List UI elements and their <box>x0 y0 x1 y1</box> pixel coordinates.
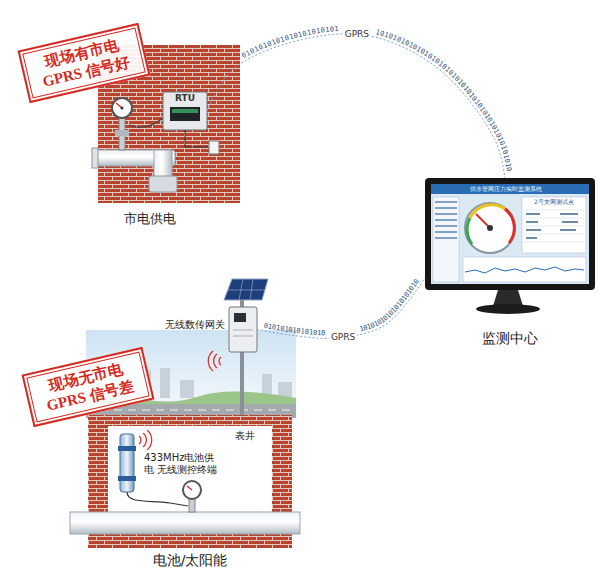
monitor <box>435 202 457 238</box>
solar-panel <box>224 279 268 300</box>
screen-title: 供水管网压力实时监测系统 <box>470 185 542 193</box>
terminal-unit-box <box>172 109 198 113</box>
node-text: 433MHz电池供电 无线测控终端 <box>144 452 224 476</box>
monitor <box>470 205 505 218</box>
binary-stream: 10101010101010101010 <box>359 278 421 334</box>
wireless-terminal <box>118 476 136 481</box>
monitor <box>425 178 595 314</box>
node-text: 无线数传网关 <box>165 319 225 331</box>
terminal-unit-box <box>170 107 200 121</box>
radio-waves <box>208 351 221 371</box>
pressure-gauge <box>183 481 201 512</box>
binary-stream: 0101010101010101010101 <box>240 25 339 60</box>
sky-scenery <box>86 410 296 411</box>
pressure-gauge <box>121 107 124 110</box>
signal-cable <box>129 118 163 127</box>
radio-waves <box>139 430 152 450</box>
data-link <box>257 278 425 338</box>
screen-heading: 2号支网测试点 <box>534 198 574 206</box>
water-pipe <box>92 148 177 192</box>
water-main <box>70 512 300 534</box>
node-text: 现场无市电 GPRS 信号差 <box>34 357 142 417</box>
monitor <box>431 184 589 194</box>
monitor <box>467 218 472 244</box>
node-text: 现场有市电 GPRS 信号好 <box>30 33 138 93</box>
binary-stream: 1010101010101010101010101010101010101010… <box>375 28 513 172</box>
link-label: GPRS <box>329 332 357 343</box>
binary-stream: 010101010101010 <box>263 322 325 338</box>
stamp-note: 现场无市电 GPRS 信号差 <box>22 347 155 428</box>
stamp-note: 现场有市电 GPRS 信号好 <box>18 23 151 104</box>
monitor <box>425 178 595 290</box>
power-cable <box>209 141 219 154</box>
pressure-gauge <box>187 486 192 490</box>
solar-panel <box>228 279 265 300</box>
node-text: 监测中心 <box>425 330 595 347</box>
data-link <box>207 34 505 178</box>
monitor <box>493 290 523 306</box>
monitor <box>524 210 584 242</box>
monitor <box>505 209 514 243</box>
binary-stream: 10101010101010101010 <box>359 278 421 334</box>
terminal-unit-box <box>163 92 207 130</box>
monitor <box>463 257 586 282</box>
monitor <box>433 197 459 282</box>
gateway-box <box>233 330 253 336</box>
wireless-terminal <box>127 492 188 506</box>
node-text: 表井 <box>235 430 255 442</box>
meter-well: 表井 433MHz电池供电 无线测控终端 <box>110 428 270 510</box>
site-caption: 市电供电 <box>124 211 176 227</box>
meter-well <box>108 426 272 512</box>
power-cable <box>185 130 219 154</box>
power-cable <box>185 130 209 147</box>
gateway-box <box>229 307 257 352</box>
radio-waves <box>139 430 152 450</box>
monitor <box>431 184 589 284</box>
gateway-box <box>229 307 257 352</box>
monitor <box>465 203 515 253</box>
monitor <box>476 304 540 314</box>
terminal-unit-box: RTU <box>163 92 207 130</box>
wireless-terminal <box>118 446 136 451</box>
water-pipe <box>92 148 98 168</box>
pressure-gauge <box>112 98 132 118</box>
pressure-gauge <box>112 98 132 150</box>
water-main <box>70 512 300 534</box>
gateway-box: 无线数传网关 <box>229 307 257 352</box>
binary-stream: 1010101010101010101010101010101010101010… <box>375 28 513 172</box>
binary-stream: 010101010101010 <box>263 322 325 338</box>
monitor <box>465 267 584 273</box>
terminal-unit-box <box>163 92 207 130</box>
monitor <box>522 197 586 253</box>
pressure-gauge <box>183 481 201 499</box>
link-label: GPRS <box>343 29 371 40</box>
pressure-gauge <box>115 130 129 136</box>
site-caption: 电池/太阳能 <box>153 552 228 569</box>
wireless-terminal <box>120 434 134 492</box>
solar-panel <box>224 279 268 300</box>
pressure-gauge <box>189 498 195 512</box>
monitor <box>526 214 578 238</box>
radio-waves <box>208 351 221 371</box>
wireless-terminal: 433MHz电池供电 无线测控终端 <box>116 430 262 494</box>
node-text: RTU <box>163 93 207 104</box>
binary-stream: 0101010101010101010101 <box>240 25 339 60</box>
signal-cable <box>129 118 163 127</box>
monitor <box>487 225 493 231</box>
gateway-box <box>234 313 246 322</box>
water-pipe <box>149 176 177 192</box>
